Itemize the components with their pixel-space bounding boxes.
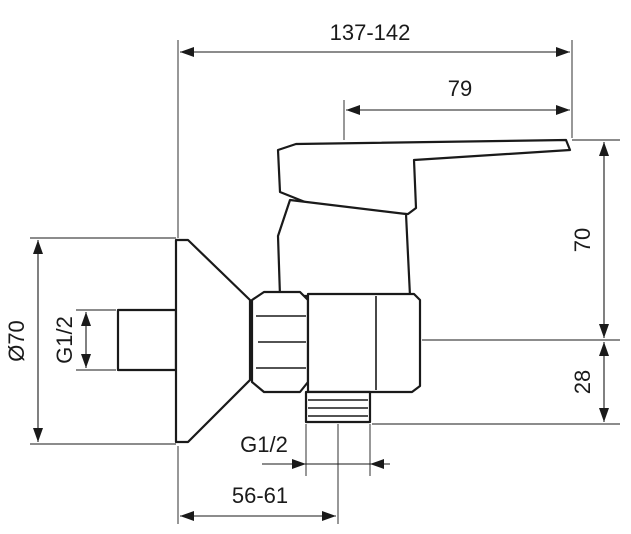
dimension-outlet-thread — [262, 459, 390, 469]
lever-length-label: 79 — [448, 76, 472, 101]
main-body — [306, 292, 422, 394]
inlet-pipe-stub — [116, 308, 178, 372]
dimension-overall-length — [180, 47, 570, 57]
lever-handle — [276, 138, 572, 216]
wall-distance-label: 56-61 — [232, 483, 288, 508]
dimension-flange-diameter — [33, 240, 43, 442]
height-lower-label: 28 — [570, 370, 595, 394]
flange-diameter-label: Ø70 — [4, 320, 29, 362]
dimension-height-lower — [599, 342, 609, 422]
mixer-body-outline — [116, 138, 572, 444]
outlet-thread — [304, 390, 372, 424]
dimension-inlet-thread — [81, 312, 91, 368]
inlet-thread-label: G1/2 — [52, 316, 77, 364]
wall-flange — [174, 238, 252, 444]
outlet-thread-label: G1/2 — [240, 432, 288, 457]
overall-length-label: 137-142 — [330, 20, 411, 45]
outlet-thread-lines — [308, 399, 368, 417]
cartridge-housing — [276, 198, 412, 298]
dimension-lever-length — [346, 105, 570, 115]
dimension-height-upper — [599, 142, 609, 338]
dimension-wall-distance — [180, 511, 336, 521]
height-upper-label: 70 — [570, 228, 595, 252]
extension-lines — [30, 40, 620, 524]
